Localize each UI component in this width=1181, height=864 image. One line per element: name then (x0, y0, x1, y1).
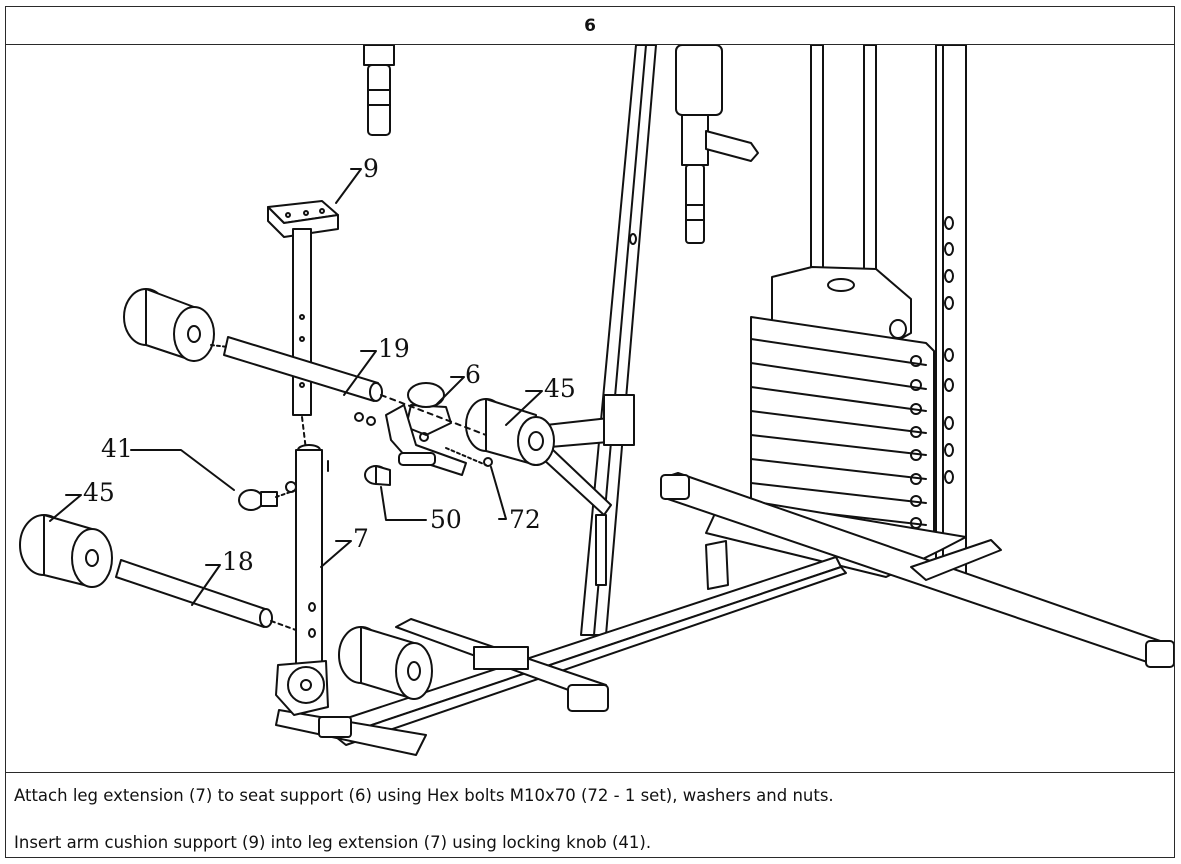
callout-leaders (49, 168, 543, 606)
instruction-step-2: Insert arm cushion support (9) into leg … (14, 833, 652, 852)
seat-support (354, 382, 635, 516)
callout-19: 19 (378, 334, 410, 363)
upper-leg-pad-assembly (123, 288, 487, 436)
leg-extension-part (275, 444, 329, 716)
locking-knob-part (238, 481, 297, 511)
callout-45-upper: 45 (544, 374, 576, 403)
callout-6: 6 (465, 360, 481, 389)
exploded-view-drawing: 9 19 6 45 41 45 18 7 50 72 (19, 45, 1174, 756)
step-number: 6 (584, 15, 596, 36)
callout-18: 18 (222, 547, 254, 576)
callout-50: 50 (430, 505, 462, 534)
assembly-illustration: 9 19 6 45 41 45 18 7 50 72 (6, 45, 1174, 772)
callout-41: 41 (101, 434, 133, 463)
assembly-step-sheet: 6 (5, 6, 1175, 858)
callout-labels: 9 19 6 45 41 45 18 7 50 72 (83, 154, 576, 576)
step-number-header: 6 (6, 7, 1174, 45)
instruction-step-1: Attach leg extension (7) to seat support… (14, 786, 834, 805)
instructions-panel: Attach leg extension (7) to seat support… (6, 772, 1174, 857)
base-beam (275, 540, 847, 756)
callout-45-lower: 45 (83, 478, 115, 507)
lower-leg-pad-assembly (19, 514, 433, 700)
callout-72: 72 (509, 505, 541, 534)
callout-9: 9 (363, 154, 379, 183)
frame-tower (660, 45, 1174, 668)
callout-7: 7 (353, 524, 369, 553)
frame-front-upright (363, 45, 759, 636)
arm-cushion-support-part (267, 200, 339, 451)
